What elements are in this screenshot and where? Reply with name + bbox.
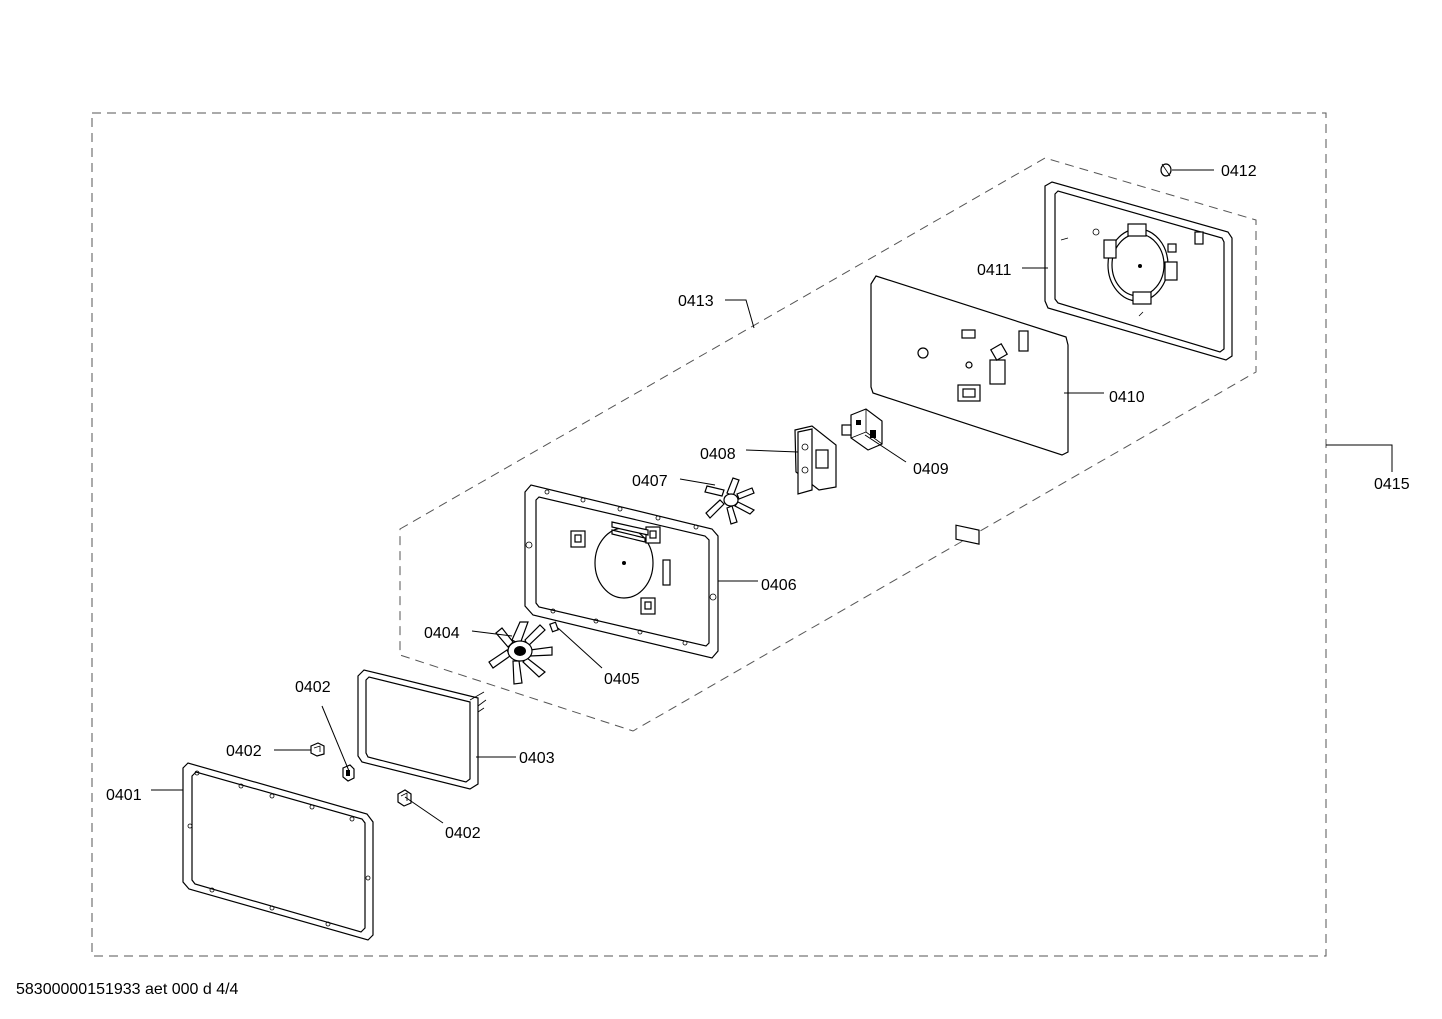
- leader-0408: [745, 449, 799, 453]
- label-0409: 0409: [913, 461, 949, 478]
- part-0402-clip-middle: [342, 764, 355, 782]
- label-0407: 0407: [632, 473, 668, 490]
- part-0406-fan-cover: [524, 484, 719, 659]
- leader-0407: [679, 478, 716, 486]
- label-0403: 0403: [519, 750, 555, 767]
- label-0404: 0404: [424, 625, 460, 642]
- part-0408-bracket: [794, 425, 837, 495]
- part-0407-small-fan: [704, 477, 756, 525]
- label-0402-bottom: 0402: [445, 825, 481, 842]
- assembly-frame-0415: [91, 112, 1327, 957]
- label-0406: 0406: [761, 577, 797, 594]
- part-0403-heating-element: [357, 669, 487, 790]
- part-0405-nut: [549, 621, 559, 633]
- part-0412-fastener: [1160, 163, 1172, 177]
- label-0411: 0411: [977, 262, 1012, 279]
- leader-0409: [864, 434, 907, 463]
- label-0402-top: 0402: [295, 679, 331, 696]
- part-0404-fan-wheel: [488, 621, 553, 685]
- part-0409-motor: [841, 408, 883, 451]
- leader-lines: [151, 169, 1393, 824]
- leader-0404: [471, 630, 513, 637]
- label-0412: 0412: [1221, 163, 1257, 180]
- subassembly-outline-0413: [399, 157, 1257, 732]
- part-0411-rear-frame: [1044, 181, 1233, 361]
- label-0405: 0405: [604, 671, 640, 688]
- label-0410: 0410: [1109, 389, 1145, 406]
- leader-0402c: [404, 796, 444, 824]
- label-0408: 0408: [700, 446, 736, 463]
- label-0401: 0401: [106, 787, 142, 804]
- document-footer-code: 58300000151933 aet 000 d 4/4: [16, 981, 239, 998]
- label-0402-left: 0402: [226, 743, 262, 760]
- part-0402-clip-left: [310, 742, 325, 757]
- leader-0402a: [321, 705, 350, 772]
- label-0413: 0413: [678, 293, 714, 310]
- label-0415: 0415: [1374, 476, 1410, 493]
- leader-0413: [725, 299, 755, 329]
- part-0410-back-plate: [870, 275, 1069, 545]
- part-0402-clip-bottom: [397, 789, 412, 807]
- part-0401-frame: [182, 762, 374, 941]
- leader-0405: [557, 627, 603, 669]
- leader-0415: [1326, 444, 1393, 472]
